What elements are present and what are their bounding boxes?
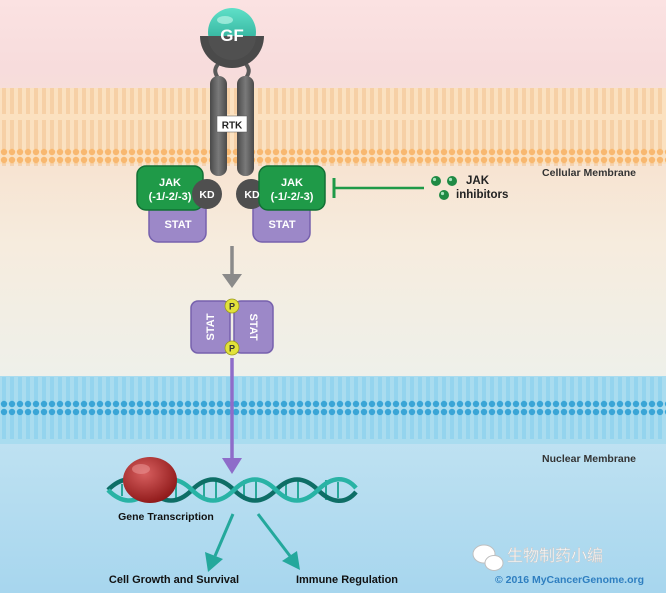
gene-transcription-label: Gene Transcription bbox=[118, 511, 214, 523]
transcription-complex bbox=[123, 457, 177, 503]
jak-right-label-line1: JAK bbox=[281, 177, 303, 189]
jak-right-label-line2: (-1/-2/-3) bbox=[271, 191, 314, 203]
wechat-icon bbox=[472, 544, 504, 571]
inhibition-line bbox=[332, 178, 424, 198]
watermark: 生物制药小编 bbox=[472, 544, 603, 571]
growth-arrow-head bbox=[205, 552, 223, 572]
jak-inhibitors-label-line1: JAK bbox=[466, 175, 490, 187]
cellular-membrane-label: Cellular Membrane bbox=[542, 167, 636, 179]
kd-left-circle bbox=[192, 179, 222, 209]
cellular-membrane bbox=[0, 88, 666, 166]
rtk-receptor bbox=[210, 60, 254, 176]
jak-complex-right bbox=[236, 165, 326, 243]
gf-label: GF bbox=[220, 26, 244, 45]
watermark-text: 生物制药小编 bbox=[507, 546, 603, 565]
immune-regulation-label: Immune Regulation bbox=[296, 574, 398, 586]
jak-complex-left bbox=[136, 165, 222, 243]
stat-left-label: STAT bbox=[164, 219, 191, 231]
jak-inhibitor-molecules bbox=[431, 176, 457, 200]
stat-dimer-right-box bbox=[233, 300, 274, 354]
phospho-bottom-circle bbox=[224, 340, 240, 356]
stat-dimer bbox=[190, 298, 274, 356]
kd-right-label: KD bbox=[244, 189, 260, 201]
phospho-top-label: P bbox=[229, 302, 235, 312]
nuclear-membrane bbox=[0, 376, 666, 444]
cell-growth-label: Cell Growth and Survival bbox=[109, 574, 239, 586]
growth-factor bbox=[200, 8, 264, 68]
jak-right-box bbox=[258, 165, 326, 211]
kd-left-label: KD bbox=[199, 189, 215, 201]
stat-dimer-left-label: STAT bbox=[205, 313, 217, 340]
stat-dimer-left-box bbox=[190, 300, 231, 354]
activation-arrow-head bbox=[222, 274, 242, 288]
stat-dimer-right-label: STAT bbox=[247, 313, 259, 340]
jak-left-label-line2: (-1/-2/-3) bbox=[149, 191, 192, 203]
phospho-bottom-label: P bbox=[229, 344, 235, 354]
rtk-label: RTK bbox=[222, 121, 243, 132]
jak-inhibitors-label-line2: inhibitors bbox=[456, 189, 508, 201]
stat-right-label: STAT bbox=[268, 219, 295, 231]
nuclear-membrane-label: Nuclear Membrane bbox=[542, 453, 636, 465]
jak-left-label-line1: JAK bbox=[159, 177, 181, 189]
copyright-label: © 2016 MyCancerGenome.org bbox=[495, 574, 644, 586]
phospho-top-circle bbox=[224, 298, 240, 314]
immune-arrow-head bbox=[282, 551, 300, 570]
outcome-arrows bbox=[205, 513, 300, 572]
translocation-arrow-head bbox=[222, 458, 242, 474]
